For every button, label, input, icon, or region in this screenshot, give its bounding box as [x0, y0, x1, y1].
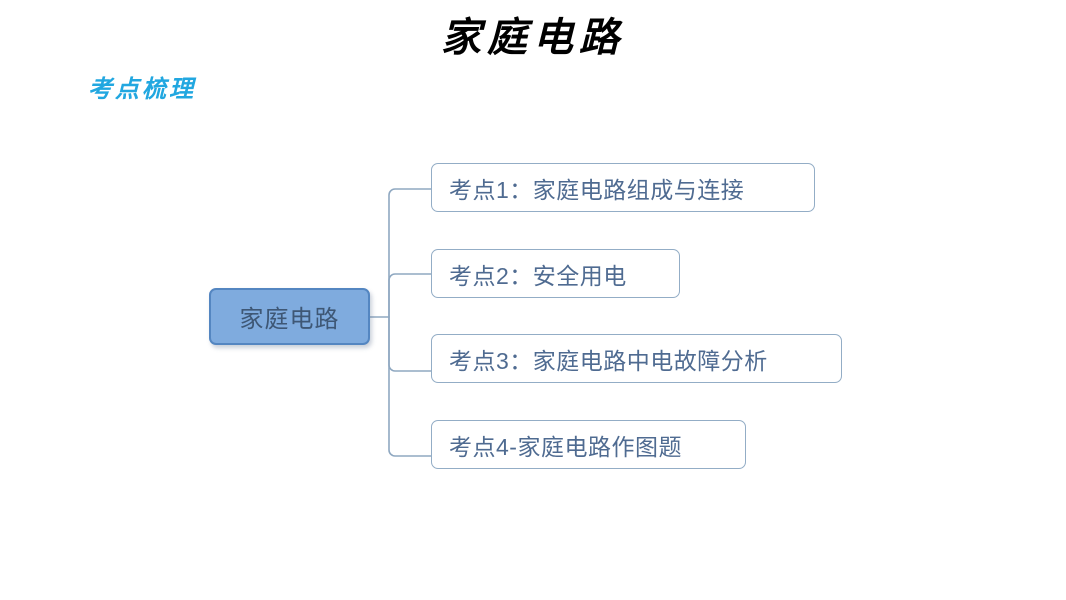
page-title: 家庭电路: [441, 15, 625, 60]
mindmap-branch-node-1[interactable]: 考点1：家庭电路组成与连接: [431, 163, 815, 212]
connector-branch-2: [388, 273, 432, 318]
mindmap-branch-label-1: 考点1：家庭电路组成与连接: [449, 176, 745, 203]
mindmap-root-label: 家庭电路: [239, 306, 340, 333]
mindmap-branch-label-3: 考点3：家庭电路中电故障分析: [449, 347, 768, 374]
mindmap-branch-label-4: 考点4-家庭电路作图题: [449, 433, 682, 460]
mindmap-branch-label-2: 考点2：安全用电: [449, 262, 627, 289]
mindmap-root-node[interactable]: 家庭电路: [209, 288, 370, 345]
connector-branch-1: [388, 188, 432, 318]
mindmap-branch-node-4[interactable]: 考点4-家庭电路作图题: [431, 420, 746, 469]
connector-branch-4: [388, 316, 432, 457]
connector-branch-3: [388, 316, 432, 372]
section-label: 考点梳理: [88, 77, 196, 103]
mindmap-branch-node-2[interactable]: 考点2：安全用电: [431, 249, 680, 298]
mindmap-branch-node-3[interactable]: 考点3：家庭电路中电故障分析: [431, 334, 842, 383]
